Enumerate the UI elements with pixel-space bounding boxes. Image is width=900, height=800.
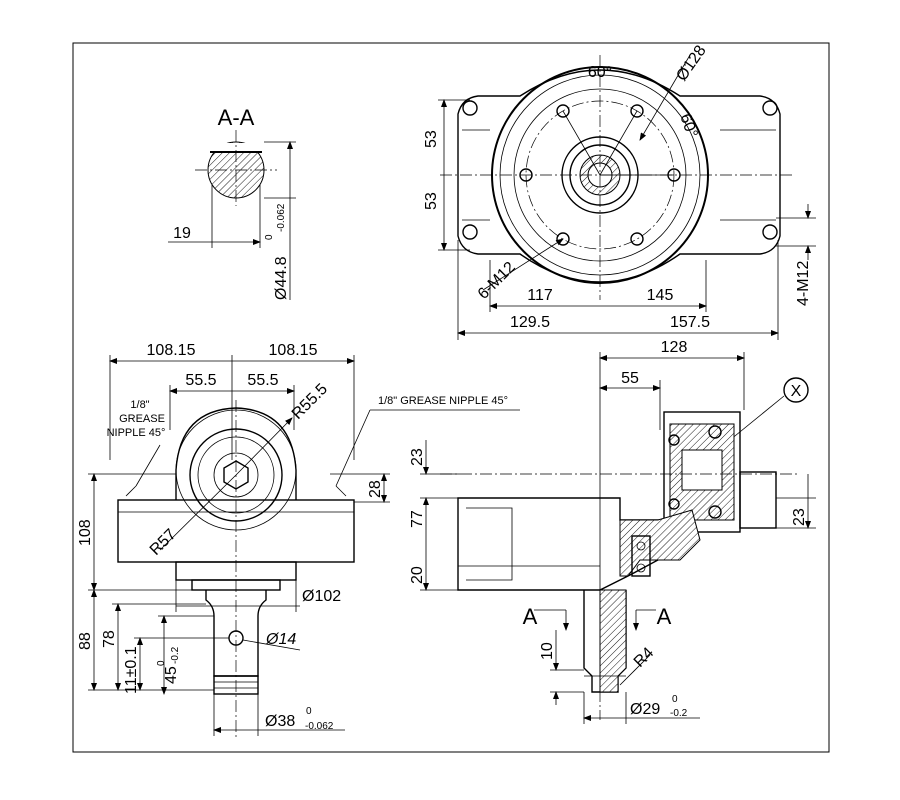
dia-128: Ø128 (673, 42, 709, 84)
dim-45: 45 (163, 666, 180, 684)
dim-108-15-left: 108.15 (147, 342, 196, 359)
dim-dia-44-8-tol-lower: -0.062 (276, 203, 287, 232)
angle-60-top: 60° (588, 64, 612, 81)
section-mark-a-right: A (657, 604, 672, 629)
dim-78: 78 (101, 630, 118, 648)
dim-55: 55 (621, 370, 639, 387)
dia-102: Ø102 (302, 588, 341, 605)
dia-38: Ø38 (265, 713, 295, 730)
dim-28: 28 (367, 480, 384, 498)
dim-23-right: 23 (791, 508, 808, 526)
dim-129-5: 129.5 (510, 314, 550, 331)
dim-128: 128 (661, 339, 688, 356)
dim-10: 10 (539, 642, 556, 660)
r57: R57 (147, 526, 180, 559)
dim-53-bottom: 53 (423, 192, 440, 210)
section-label: A-A (218, 105, 255, 130)
dia-29: Ø29 (630, 701, 660, 718)
dim-145: 145 (647, 287, 674, 304)
r4: R4 (631, 644, 658, 671)
dim-117: 117 (527, 287, 553, 304)
angle-60-right: 60° (676, 112, 700, 141)
dim-77: 77 (409, 510, 426, 528)
dim-11: 11±0.1 (123, 646, 140, 694)
front-view: 108.15 108.15 55.5 55.5 1/8" GREASE NIPP… (77, 342, 520, 740)
drawing-frame (72, 42, 830, 753)
dia-29-tol-upper: 0 (672, 694, 678, 705)
dim-23-left: 23 (409, 448, 426, 466)
dia-29-tol-lower: -0.2 (670, 708, 688, 719)
section-mark-a-left: A (523, 604, 538, 629)
dim-53-top: 53 (423, 130, 440, 148)
side-view: 128 55 X 23 77 20 (409, 339, 816, 724)
section-a-a: A-A 19 Ø44.8 0 -0.062 (168, 105, 296, 300)
dim-55-5-right: 55.5 (247, 372, 278, 389)
dim-45-tol-lower: -0.2 (170, 646, 181, 664)
grease-label-left-3: NIPPLE 45° (107, 427, 166, 439)
dim-19: 19 (173, 225, 191, 242)
dim-dia-44-8: Ø44.8 (273, 256, 290, 300)
dia-38-tol-lower: -0.062 (305, 721, 334, 732)
dim-157-5: 157.5 (670, 314, 710, 331)
dim-dia-44-8-tol-upper: 0 (264, 234, 275, 240)
flange-outline (457, 69, 781, 283)
detail-x: X (791, 383, 802, 400)
dia-14: Ø14 (265, 631, 296, 648)
detail-x-circle (783, 377, 809, 403)
dim-108-15-right: 108.15 (269, 342, 318, 359)
grease-label-left-2: GREASE (119, 413, 165, 425)
dim-108: 108 (77, 519, 94, 546)
dim-88: 88 (77, 632, 94, 650)
top-view: 60° 60° Ø128 53 53 6-M12 4-M12 117 145 1… (423, 42, 816, 340)
dia-38-tol-upper: 0 (306, 706, 312, 717)
grease-label-right: 1/8" GREASE NIPPLE 45° (378, 395, 508, 407)
thread-6-m12: 6-M12 (475, 259, 519, 303)
thread-4-m12: 4-M12 (795, 261, 812, 306)
dim-55-5-left: 55.5 (185, 372, 216, 389)
grease-label-left-1: 1/8" (130, 399, 149, 411)
dim-20: 20 (409, 566, 426, 584)
dim-45-tol-upper: 0 (156, 660, 167, 666)
r55-5: R55.5 (289, 381, 331, 423)
